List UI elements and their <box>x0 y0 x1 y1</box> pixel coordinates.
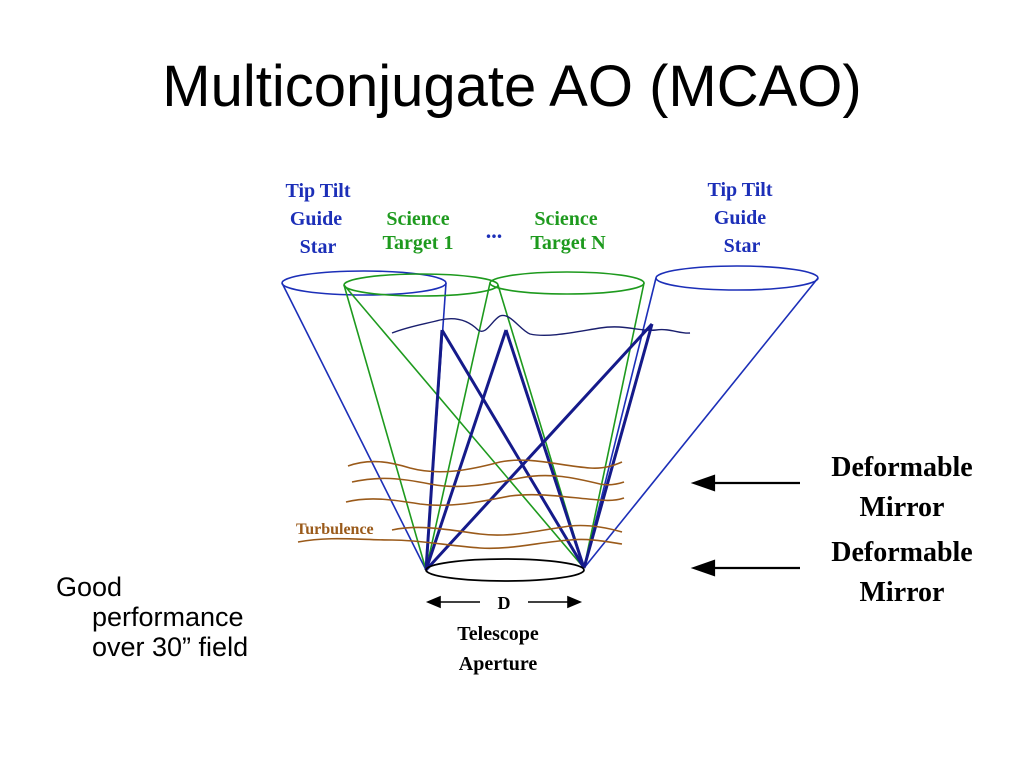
caption-line-3: over 30” field <box>92 632 249 662</box>
wavefront-rays <box>424 322 654 572</box>
svg-text:Deformable: Deformable <box>831 452 973 483</box>
telescope-aperture-ellipse <box>425 558 585 582</box>
svg-text:Guide: Guide <box>714 207 766 229</box>
caption-line-2: performance <box>92 602 244 632</box>
svg-text:Telescope: Telescope <box>457 623 539 645</box>
svg-text:Mirror: Mirror <box>860 492 945 523</box>
caption-text: Good performance over 30” field <box>56 572 316 662</box>
tip-tilt-label-right: Tip Tilt Guide Star <box>707 179 772 257</box>
telescope-aperture-label: Telescope Aperture <box>457 623 539 675</box>
tip-tilt-cone-right <box>583 265 819 569</box>
deformable-mirror-label-upper: Deformable Mirror <box>831 452 973 523</box>
aperture-symbol: D <box>498 593 511 613</box>
science-target-n-label: Science Target N <box>530 208 606 254</box>
science-cone-1 <box>343 273 585 571</box>
deformable-mirror-label-lower: Deformable Mirror <box>831 537 973 608</box>
svg-text:Guide: Guide <box>290 208 342 230</box>
svg-text:Target N: Target N <box>530 232 606 254</box>
turbulence-label: Turbulence <box>296 521 374 538</box>
ellipsis-label: ... <box>486 218 503 243</box>
svg-text:Tip Tilt: Tip Tilt <box>707 179 772 201</box>
caption-line-1: Good <box>56 572 123 602</box>
turbulence-layers <box>297 459 625 550</box>
svg-text:Deformable: Deformable <box>831 537 973 568</box>
aperture-dimension-arrow <box>425 595 583 609</box>
svg-text:Target 1: Target 1 <box>383 232 454 254</box>
slide-title: Multiconjugate AO (MCAO) <box>162 54 862 119</box>
svg-text:Star: Star <box>300 236 337 258</box>
svg-text:Aperture: Aperture <box>459 653 538 675</box>
svg-text:Mirror: Mirror <box>860 577 945 608</box>
dm-arrow-upper <box>690 474 800 492</box>
svg-text:Tip Tilt: Tip Tilt <box>285 180 350 202</box>
svg-text:Science: Science <box>534 208 597 230</box>
svg-text:Star: Star <box>724 235 761 257</box>
svg-text:Science: Science <box>386 208 449 230</box>
science-target-1-label: Science Target 1 <box>383 208 454 254</box>
dm-arrow-lower <box>690 559 800 577</box>
tip-tilt-label-left: Tip Tilt Guide Star <box>285 180 350 258</box>
